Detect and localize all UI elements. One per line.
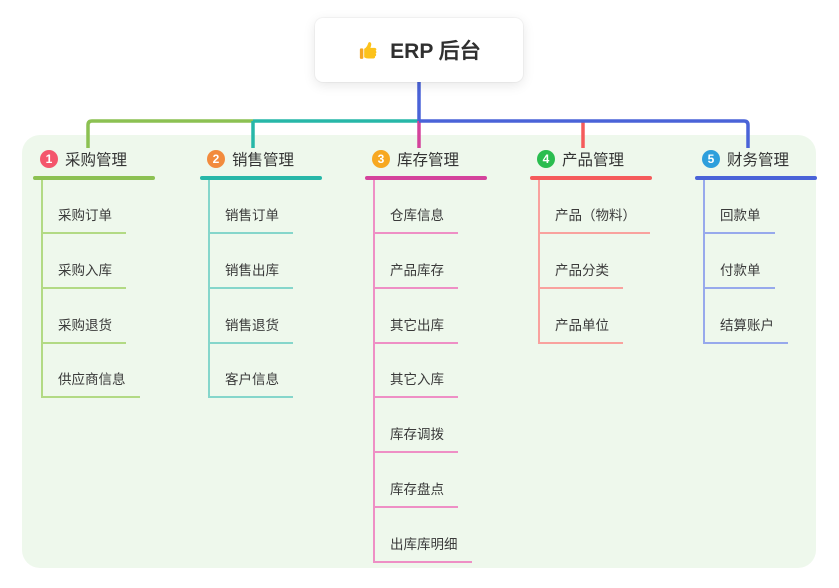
branch-label: 销售管理 <box>232 152 295 169</box>
child-node[interactable]: 产品库存 <box>373 259 458 289</box>
child-node[interactable]: 采购订单 <box>41 204 126 234</box>
branch-number-badge: 1 <box>40 150 58 168</box>
root-node[interactable]: ERP 后台 <box>315 18 523 82</box>
child-node[interactable]: 采购退货 <box>41 314 126 344</box>
branch-number-badge: 4 <box>537 150 555 168</box>
branch-node-header[interactable]: 5 财务管理 <box>702 148 789 170</box>
branch-underline <box>530 176 652 180</box>
branch-underline <box>365 176 487 180</box>
child-node[interactable]: 其它入库 <box>373 368 458 398</box>
branch-underline <box>695 176 817 180</box>
branch-node-header[interactable]: 4 产品管理 <box>537 148 624 170</box>
child-node[interactable]: 采购入库 <box>41 259 126 289</box>
branch-number-badge: 3 <box>372 150 390 168</box>
branch-underline <box>33 176 155 180</box>
mindmap-branch: 1 采购管理采购订单采购入库采购退货供应商信息 <box>33 0 211 588</box>
root-node-label: ERP 后台 <box>390 40 481 63</box>
mindmap-branch: 2 销售管理销售订单销售出库销售退货客户信息 <box>200 0 378 588</box>
child-node[interactable]: 出库库明细 <box>373 533 472 563</box>
mindmap-branch: 5 财务管理回款单付款单结算账户 <box>695 0 839 588</box>
branch-label: 产品管理 <box>562 152 625 169</box>
branch-underline <box>200 176 322 180</box>
branch-label: 库存管理 <box>397 152 460 169</box>
child-node[interactable]: 仓库信息 <box>373 204 458 234</box>
child-node[interactable]: 回款单 <box>703 204 775 234</box>
branch-node-header[interactable]: 1 采购管理 <box>40 148 127 170</box>
thumbs-up-icon <box>357 39 380 62</box>
branch-label: 财务管理 <box>727 152 790 169</box>
branch-child-connector <box>703 180 705 342</box>
child-node[interactable]: 供应商信息 <box>41 368 140 398</box>
mindmap-panel <box>22 135 816 568</box>
child-node[interactable]: 产品（物料） <box>538 204 650 234</box>
branch-child-connector <box>373 180 375 561</box>
child-node[interactable]: 产品单位 <box>538 314 623 344</box>
branch-child-connector <box>538 180 540 342</box>
branch-label: 采购管理 <box>65 152 128 169</box>
branch-node-header[interactable]: 2 销售管理 <box>207 148 294 170</box>
mindmap-branch: 4 产品管理产品（物料） 产品分类产品单位 <box>530 0 708 588</box>
mindmap-branch: 3 库存管理仓库信息产品库存其它出库其它入库库存调拨库存盘点出库库明细 <box>365 0 543 588</box>
child-node[interactable]: 付款单 <box>703 259 775 289</box>
child-node[interactable]: 客户信息 <box>208 368 293 398</box>
child-node[interactable]: 结算账户 <box>703 314 788 344</box>
child-node[interactable]: 销售退货 <box>208 314 293 344</box>
child-node[interactable]: 产品分类 <box>538 259 623 289</box>
child-node[interactable]: 其它出库 <box>373 314 458 344</box>
branch-connector-line <box>251 119 419 148</box>
branch-number-badge: 2 <box>207 150 225 168</box>
child-node[interactable]: 库存调拨 <box>373 423 458 453</box>
branch-node-header[interactable]: 3 库存管理 <box>372 148 459 170</box>
child-node[interactable]: 销售出库 <box>208 259 293 289</box>
branch-connector-line <box>417 82 750 148</box>
branch-number-badge: 5 <box>702 150 720 168</box>
branch-connector-line <box>86 119 253 148</box>
child-node[interactable]: 库存盘点 <box>373 478 458 508</box>
child-node[interactable]: 销售订单 <box>208 204 293 234</box>
